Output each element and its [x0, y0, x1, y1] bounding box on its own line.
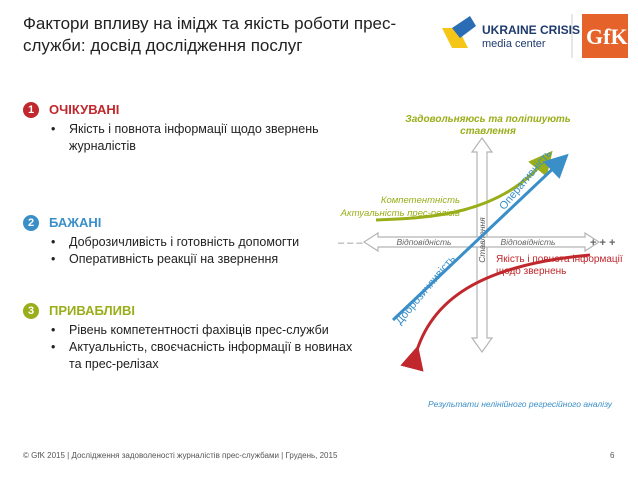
bullet-item: Якість і повнота інформації щодо звернен… [49, 121, 361, 155]
gfk-logo-text: GfK [586, 24, 628, 49]
page-number: 6 [610, 451, 615, 460]
blue-line [391, 153, 569, 322]
ucmc-logo-line2: media center [482, 38, 546, 50]
gfk-logo: GfK [582, 14, 628, 58]
bullet-item: Оперативність реакції на звернення [49, 251, 361, 268]
green-label-line1: Компетентність [381, 195, 460, 206]
page-title: Фактори впливу на імідж та якість роботи… [23, 14, 397, 55]
horizontal-axis-arrow [362, 231, 601, 253]
green-curve [375, 150, 553, 222]
red-curve [400, 253, 591, 372]
plus-signs: + + + [590, 237, 615, 249]
bullet-list: Рівень компетентності фахівців прес-служ… [49, 322, 361, 373]
footer-text: © GfK 2015 | Дослідження задоволеності ж… [23, 451, 338, 460]
bullet-list: Доброзичливість і готовність допомогти О… [49, 234, 361, 268]
top-label-line1: Задовольняюсь та поліпшують [405, 114, 570, 125]
bullet-item: Актуальність, своєчасність інформації в … [49, 339, 361, 373]
section-number-badge: 2 [23, 215, 39, 231]
vertical-axis-label: Ставлення [477, 217, 487, 263]
bullet-item: Рівень компетентності фахівців прес-служ… [49, 322, 361, 339]
bullet-list: Якість і повнота інформації щодо звернен… [49, 121, 361, 155]
section-number-badge: 1 [23, 102, 39, 118]
minus-signs: – – – [338, 237, 363, 249]
section-title: БАЖАНІ [49, 215, 102, 230]
section-title: ОЧІКУВАНІ [49, 102, 120, 117]
section-number-badge: 3 [23, 303, 39, 319]
blue-label-up: Оперативність [497, 148, 554, 213]
top-label-line2: ставлення [460, 126, 516, 137]
red-label-line2: щодо звернень [496, 266, 566, 277]
horizontal-axis-label-right: Відповідність [500, 237, 555, 247]
brand-logos: UKRAINE CRISIS media center GfK [442, 14, 628, 58]
bullet-item: Доброзичливість і готовність допомогти [49, 234, 361, 251]
section-title: ПРИВАБЛИВІ [49, 303, 135, 318]
ucmc-logo: UKRAINE CRISIS media center [442, 16, 580, 50]
ucmc-logo-line1: UKRAINE CRISIS [482, 23, 580, 37]
analysis-note: Результати нелінійного регресійного анал… [428, 399, 613, 409]
blue-label-down: Доброзичливість [393, 253, 458, 327]
horizontal-axis-label-left: Відповідність [396, 237, 451, 247]
green-label-line2: Актуальність прес-релізів [340, 208, 460, 219]
red-label-line1: Якість і повнота інформації [496, 253, 623, 265]
